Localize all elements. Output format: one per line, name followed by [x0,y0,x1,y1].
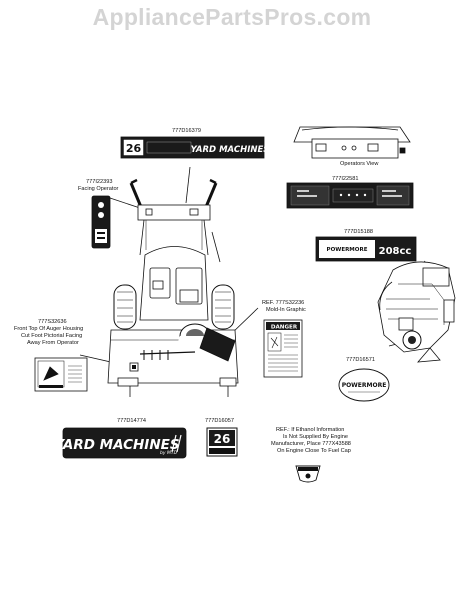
operator-view-panel[interactable] [293,126,411,159]
decal-facing-operator[interactable] [91,195,111,249]
part-number-777I22581: 777I22581 [332,176,359,182]
engine [377,261,456,363]
label-facing-operator: Facing Operator [78,186,119,192]
decal-26-small[interactable]: 26 [206,427,238,457]
decal-powermore-208cc[interactable]: POWERMORE 208cc [315,236,417,262]
decal-ym-text-top: YARD MACHINES [191,145,270,155]
label-operators-view: Operators View [340,161,379,167]
decal-by-mtd: by MTD [160,450,178,456]
ref-ethanol-line-1: REF.: If Ethanol Information [276,427,345,433]
watermark: AppliancePartsPros.com [92,4,372,30]
label-mold-in-graphic: Mold-In Graphic [266,307,306,313]
ref-ethanol-line-4: On Engine Close To Fuel Cap [277,448,351,454]
cc-decal-text: 208cc [379,246,412,257]
label-away-from-operator: Away From Operator [27,340,79,346]
decal-powermore-badge[interactable]: POWERMORE [338,368,390,402]
danger-label[interactable]: DANGER [263,319,303,378]
part-number-777I22393: 777I22393 [86,179,113,185]
part-number-777S32236: REF. 777S32236 [262,300,305,306]
decal-26-top: 26 [126,142,142,155]
decal-dashboard[interactable] [286,182,414,209]
powermore-decal-text: POWERMORE [327,247,368,253]
label-front-top-auger: Front Top Of Auger Housing [14,326,84,332]
label-cut-foot: Cut Foot Pictorial Facing [21,333,83,339]
ref-ethanol-line-3: Manufacturer, Place 777X43588 [271,441,351,447]
decal-ym-text-large: YARD MACHINES [54,437,179,453]
powermore-badge-text: POWERMORE [342,382,387,389]
decal-yard-machines-large[interactable]: YARD MACHINES by MTD [54,427,187,459]
part-number-777D16571: 777D16571 [346,357,375,363]
snow-thrower [107,178,239,387]
ethanol-badge[interactable] [295,465,321,483]
decal-yard-machines-top[interactable]: 26 YARD MACHINES [120,136,270,159]
danger-text: DANGER [271,325,298,331]
part-number-777S32636: 777S32636 [38,319,67,325]
decal-foot-pictorial[interactable] [34,357,88,392]
part-number-777D14774: 777D14774 [117,418,146,424]
decal-26-text: 26 [214,432,231,446]
ref-ethanol-line-2: Is Not Supplied By Engine [283,434,348,440]
part-number-777D16057: 777D16057 [205,418,234,424]
part-number-777D16379: 777D16379 [172,128,201,134]
part-number-777D15188: 777D15188 [344,229,373,235]
